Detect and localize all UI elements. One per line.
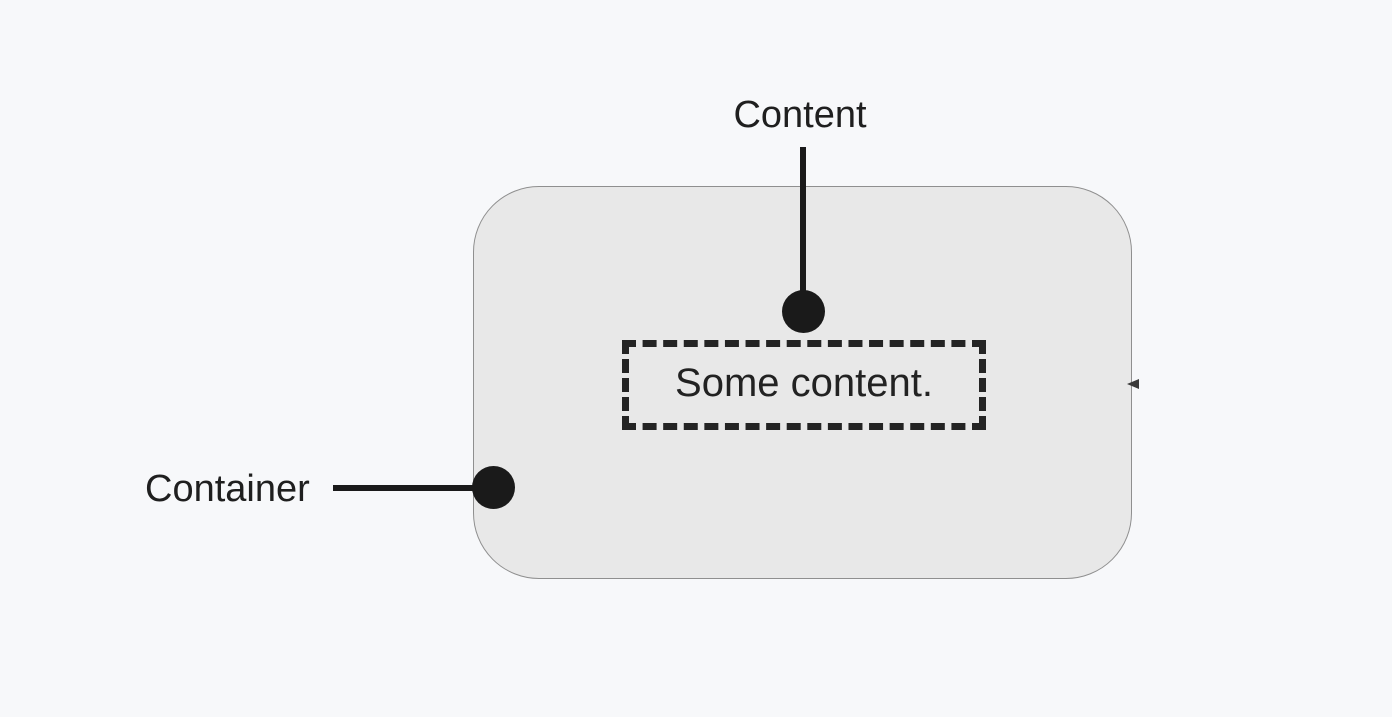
content-anchor-dot (782, 290, 825, 333)
container-leader-line (333, 485, 495, 491)
container-label: Container (145, 468, 310, 510)
container-anchor-dot (472, 466, 515, 509)
content-box: Some content. (622, 340, 986, 430)
cursor-artifact-icon (1127, 379, 1139, 389)
content-text: Some content. (675, 361, 933, 405)
content-leader-line (800, 147, 806, 302)
content-label: Content (733, 94, 867, 136)
